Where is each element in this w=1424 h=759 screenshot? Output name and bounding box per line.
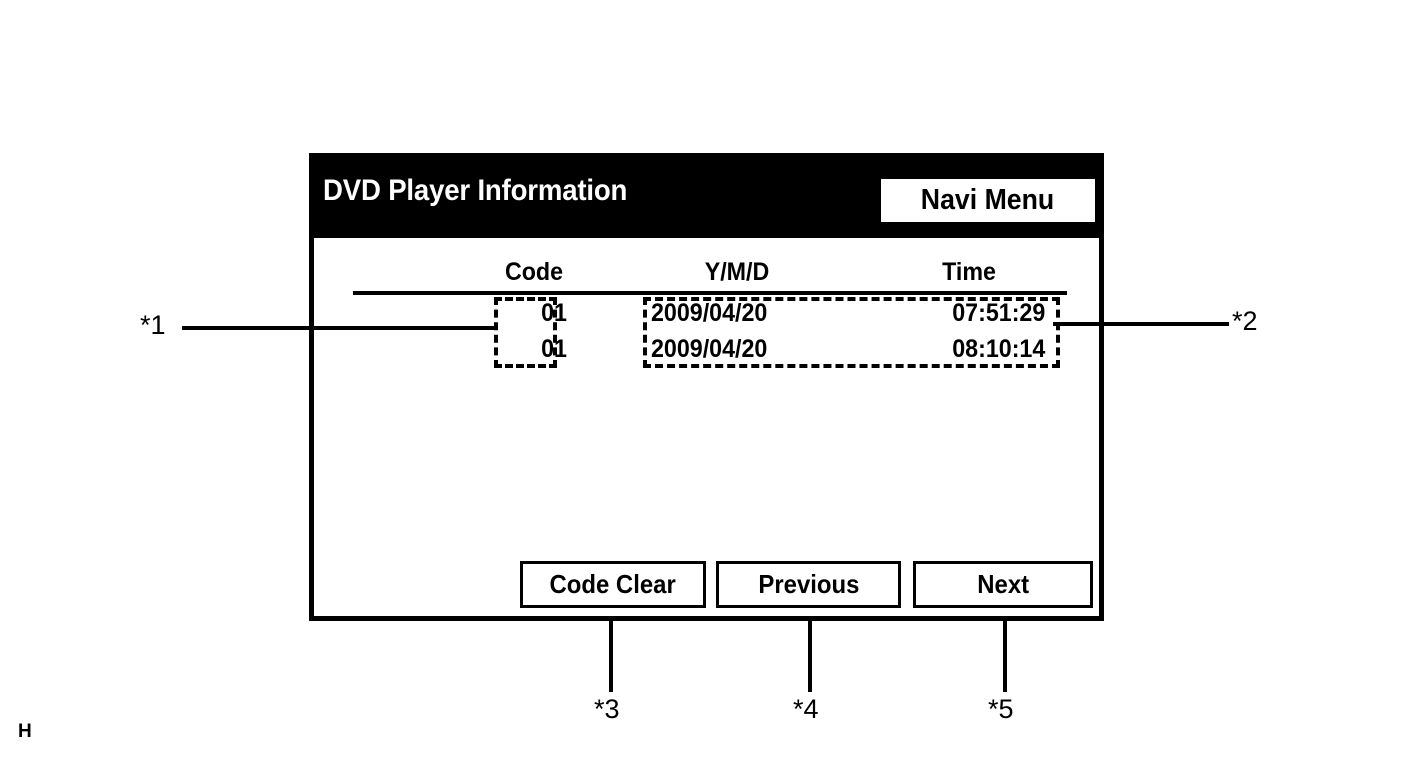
column-header-date: Y/M/D xyxy=(704,258,770,286)
highlight-box-datetime-columns xyxy=(643,297,1060,368)
highlight-box-code-column xyxy=(494,297,557,368)
callout-leader-line-2 xyxy=(1053,322,1229,326)
cell-date: 2009/04/20 xyxy=(651,299,768,327)
dvd-error-code-table: Code Y/M/D Time 01 2009/04/20 07:51:29 0… xyxy=(314,238,1099,616)
next-button[interactable]: Next xyxy=(913,561,1093,608)
column-header-code: Code xyxy=(504,258,564,286)
callout-label-4: *4 xyxy=(793,694,819,724)
dvd-player-information-screen: DVD Player Information Navi Menu Code Y/… xyxy=(309,153,1104,621)
screen-button-bar: Code Clear Previous Next xyxy=(314,556,1099,616)
callout-label-5: *5 xyxy=(988,694,1014,724)
callout-leader-line-1 xyxy=(182,326,498,330)
navi-menu-button[interactable]: Navi Menu xyxy=(881,179,1095,222)
table-row[interactable]: 01 2009/04/20 08:10:14 xyxy=(353,335,1067,371)
cell-code: 01 xyxy=(541,299,567,327)
table-row[interactable]: 01 2009/04/20 07:51:29 xyxy=(353,299,1067,335)
callout-leader-line-5 xyxy=(1003,620,1007,692)
callout-label-1: *1 xyxy=(140,310,166,340)
page-title: DVD Player Information xyxy=(323,174,628,207)
table-header-divider xyxy=(353,291,1067,295)
next-button-label: Next xyxy=(977,569,1029,599)
callout-leader-line-3 xyxy=(609,620,613,692)
page-mark: H xyxy=(18,721,32,742)
cell-date: 2009/04/20 xyxy=(651,335,768,363)
screen-title-bar: DVD Player Information Navi Menu xyxy=(314,158,1099,238)
code-clear-button[interactable]: Code Clear xyxy=(520,561,706,608)
callout-label-3: *3 xyxy=(594,694,620,724)
cell-time: 08:10:14 xyxy=(952,335,1046,363)
callout-label-2: *2 xyxy=(1232,306,1258,336)
previous-button-label: Previous xyxy=(757,569,860,599)
cell-code: 01 xyxy=(541,335,567,363)
column-header-time: Time xyxy=(942,258,996,286)
cell-time: 07:51:29 xyxy=(952,299,1046,327)
navi-menu-button-label: Navi Menu xyxy=(921,184,1055,216)
previous-button[interactable]: Previous xyxy=(716,561,901,608)
code-clear-button-label: Code Clear xyxy=(549,569,677,599)
callout-leader-line-4 xyxy=(808,620,812,692)
